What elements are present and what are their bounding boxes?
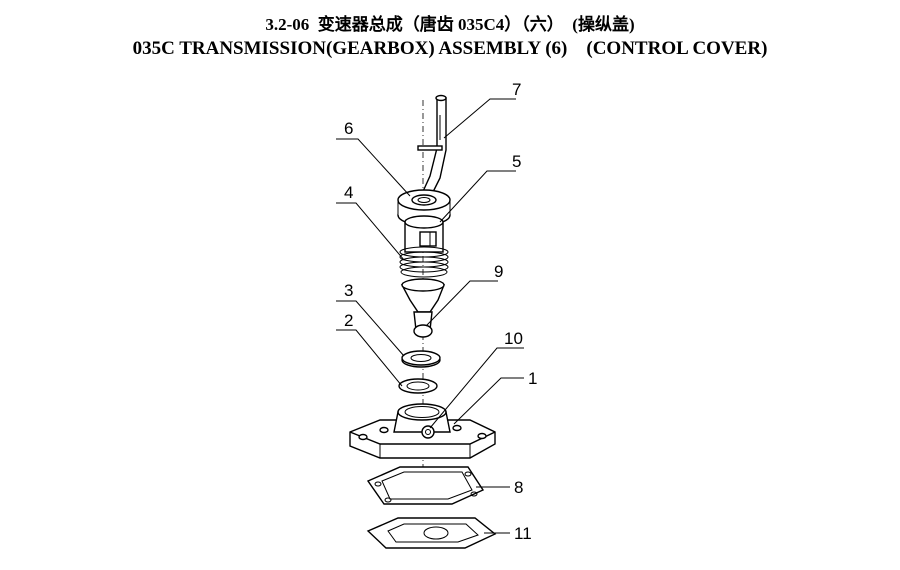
part-7-shift-lever <box>417 94 447 199</box>
diagram-title-chinese: 3.2-06 变速器总成（唐齿 035C4）（六） (操纵盖) <box>265 15 635 34</box>
part-9-ball-joint <box>400 278 446 338</box>
diagram-title-english: 035C TRANSMISSION(GEARBOX) ASSEMBLY (6) … <box>132 38 768 59</box>
part-4-spring <box>399 246 449 278</box>
part-11-plate <box>366 517 497 549</box>
callout-10: 10 <box>504 329 523 348</box>
callout-6: 6 <box>344 119 353 138</box>
part-6-top-cap <box>397 189 451 226</box>
callout-5: 5 <box>512 152 521 171</box>
part-10-pin <box>421 425 435 439</box>
callout-leaders <box>336 98 524 534</box>
callout-2: 2 <box>344 311 353 330</box>
callout-8: 8 <box>514 478 523 497</box>
callout-7: 7 <box>512 80 521 99</box>
callout-9: 9 <box>494 262 503 281</box>
callout-3: 3 <box>344 281 353 300</box>
part-8-gasket <box>366 466 485 505</box>
part-1-control-cover <box>349 403 496 459</box>
callout-4: 4 <box>344 183 353 202</box>
callout-11: 11 <box>514 524 532 543</box>
part-3-seal <box>401 350 441 368</box>
callout-1: 1 <box>528 369 537 388</box>
part-2-washer <box>398 378 438 394</box>
